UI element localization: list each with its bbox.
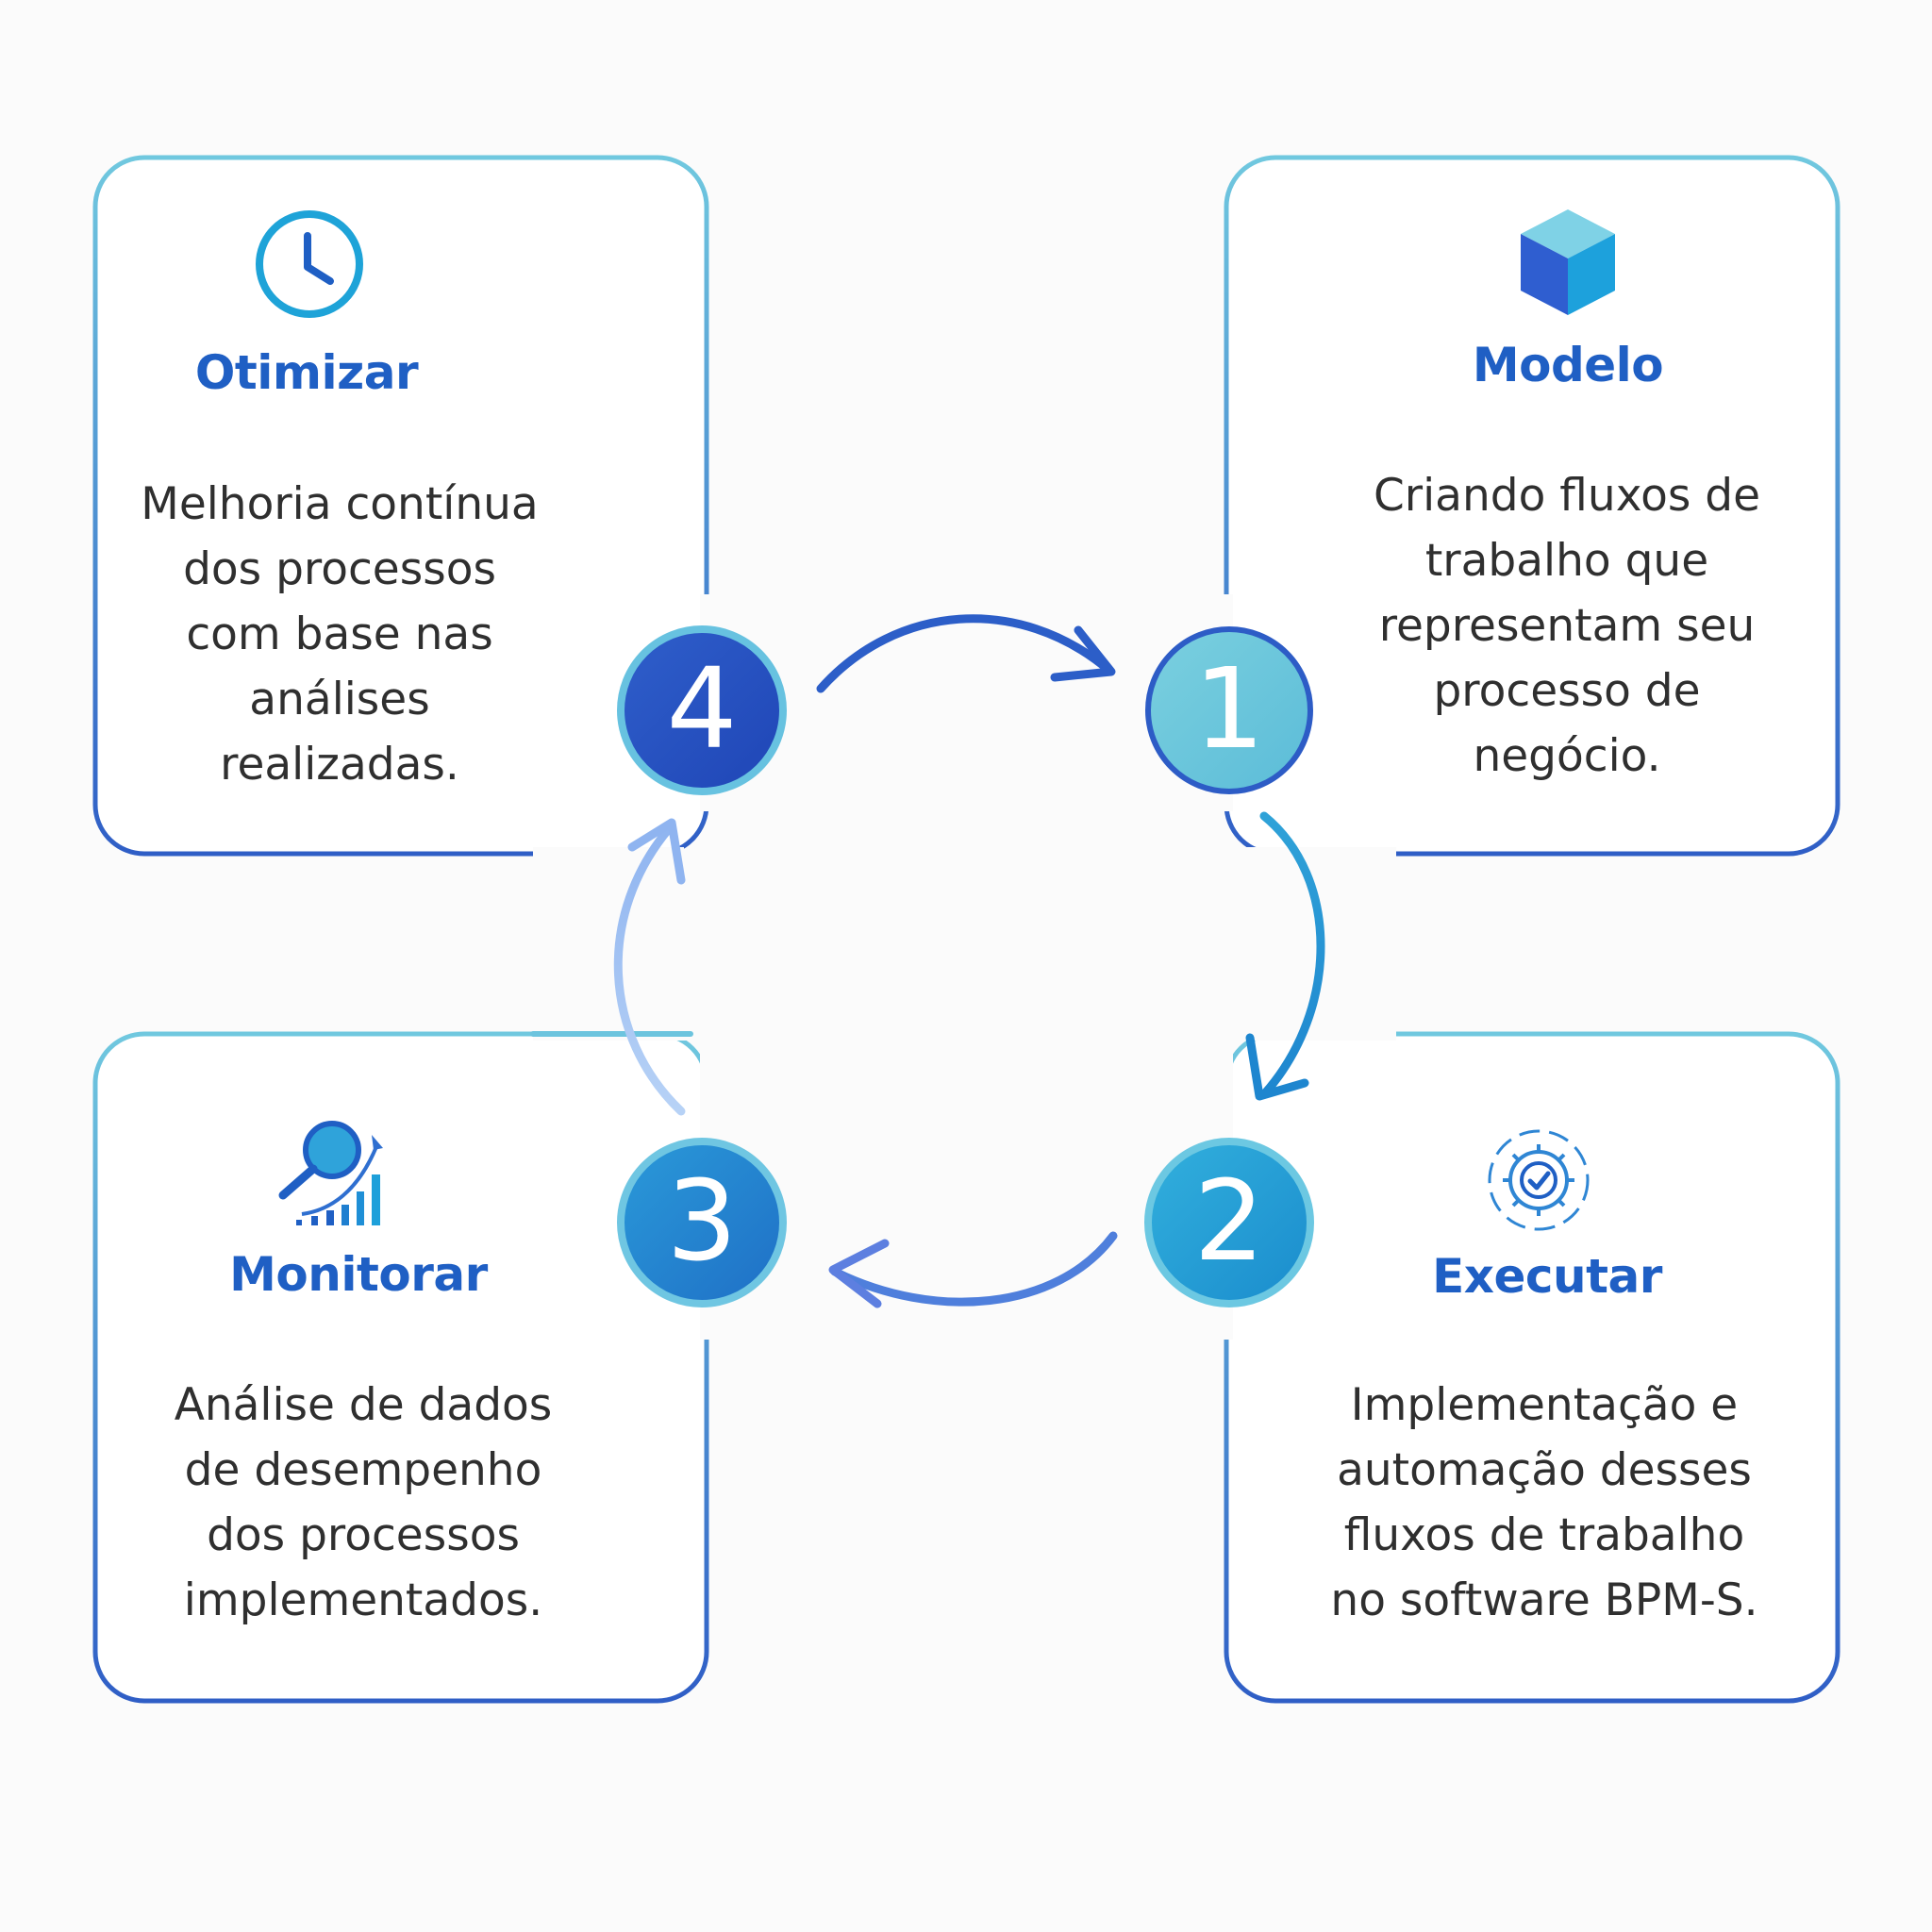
decorative-lines bbox=[145, 209, 1790, 1649]
arrow-2-to-3-head bbox=[828, 1239, 890, 1308]
card-description-executar: Implementação e automação desses fluxos … bbox=[1330, 1379, 1758, 1626]
arrow-2-to-3 bbox=[830, 1231, 1118, 1307]
circle-step-4 bbox=[617, 625, 787, 795]
step-number-4: 4 bbox=[666, 643, 738, 774]
circle-step-2 bbox=[1144, 1138, 1314, 1307]
card-description-monitorar: Análise de dados de desempenho dos proce… bbox=[174, 1379, 553, 1626]
card-executar-border bbox=[1224, 1031, 1840, 1704]
card-title-otimizar: Otimizar bbox=[194, 345, 419, 400]
arrow-1-to-2-head bbox=[1245, 1033, 1309, 1101]
circle-step-1 bbox=[1145, 626, 1313, 794]
card-otimizar-border bbox=[92, 155, 709, 857]
cycle-arrows bbox=[613, 614, 1325, 1308]
card-description-modelo: Criando fluxos de trabalho que represent… bbox=[1373, 470, 1760, 782]
card-modelo-border bbox=[1224, 155, 1840, 857]
arrow-3-to-4-head bbox=[627, 818, 686, 885]
magnifier-chart-icon bbox=[274, 1116, 392, 1231]
gear-check-icon bbox=[1482, 1124, 1595, 1237]
card-title-executar: Executar bbox=[1432, 1249, 1662, 1304]
card-title-monitorar: Monitorar bbox=[229, 1247, 488, 1302]
number-circles bbox=[617, 625, 1314, 1307]
card-description-otimizar: Melhoria contínua dos processos com base… bbox=[141, 478, 539, 791]
card-title-modelo: Modelo bbox=[1472, 338, 1664, 392]
clock-icon bbox=[253, 208, 366, 321]
arrow-3-to-4 bbox=[613, 821, 686, 1116]
arrow-1-to-2 bbox=[1259, 811, 1325, 1099]
step-number-1: 1 bbox=[1193, 643, 1265, 774]
arrow-4-to-1-head bbox=[1050, 625, 1116, 682]
circle-step-3 bbox=[617, 1138, 787, 1307]
arrow-4-to-1 bbox=[816, 614, 1113, 693]
cube-icon bbox=[1515, 206, 1621, 319]
step-number-2: 2 bbox=[1193, 1156, 1265, 1286]
card-monitorar-border bbox=[92, 1031, 709, 1704]
step-number-3: 3 bbox=[666, 1156, 738, 1286]
